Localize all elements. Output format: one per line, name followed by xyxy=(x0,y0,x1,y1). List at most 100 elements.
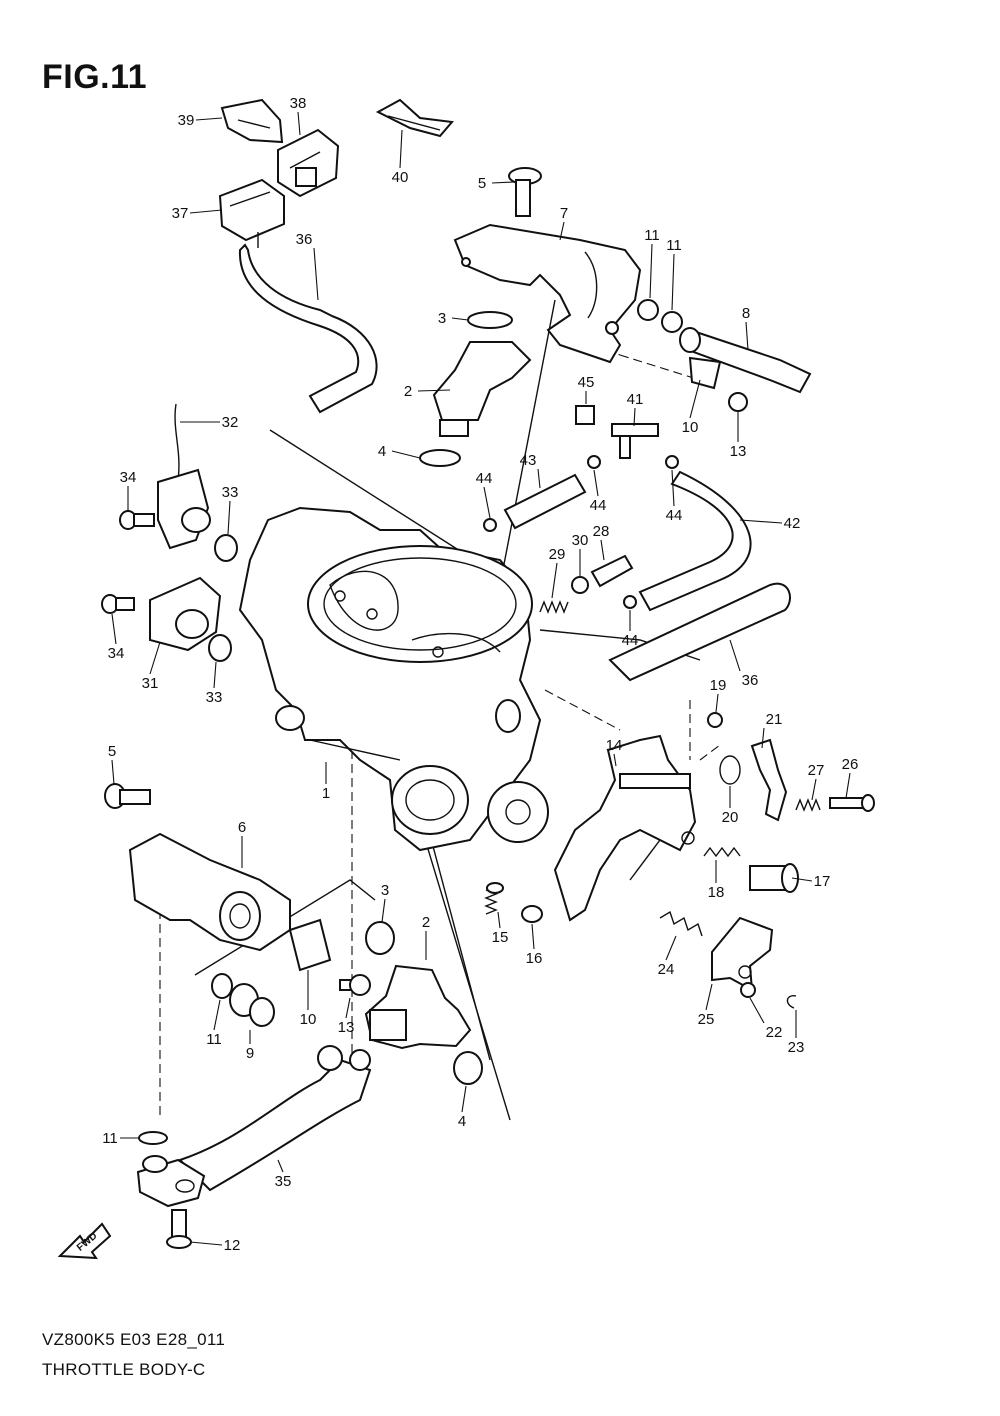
callout-label: 11 xyxy=(206,1031,222,1048)
callout-label: 13 xyxy=(338,1019,355,1036)
callout-label: 33 xyxy=(222,484,239,501)
callout-label: 5 xyxy=(108,743,116,760)
callout-label: 36 xyxy=(296,231,313,248)
diagram-code: VZ800K5 E03 E28_011 xyxy=(42,1330,226,1349)
callout-label: 38 xyxy=(290,95,307,112)
leader-line-c42 xyxy=(739,519,783,524)
o-ring-injector-3-lower xyxy=(365,921,395,955)
callout-label: 15 xyxy=(492,929,509,946)
leader-line-c33b xyxy=(213,661,217,689)
callout-label: 40 xyxy=(392,169,409,186)
callout-label: 26 xyxy=(842,756,859,773)
leader-line-c14 xyxy=(613,753,617,767)
throttle-lever-14 xyxy=(553,734,697,922)
vacuum-hose-short xyxy=(503,473,587,530)
callout-label: 32 xyxy=(222,414,239,431)
callout-label: 34 xyxy=(108,645,125,662)
callout-label: 2 xyxy=(404,383,412,400)
leader-line-c11c xyxy=(213,999,221,1031)
callout-label: 44 xyxy=(666,507,683,524)
screw-lower-13 xyxy=(339,974,371,996)
callout-label: 10 xyxy=(300,1011,317,1028)
spring-20 xyxy=(719,755,741,785)
hose-clip-b xyxy=(587,455,601,469)
fuel-injector-upper xyxy=(432,341,532,437)
leader-line-c44b xyxy=(593,469,599,497)
callout-label: 42 xyxy=(784,515,801,532)
leader-line-c2a xyxy=(417,389,451,392)
leader-line-c5b xyxy=(111,759,115,785)
screw-top xyxy=(508,167,542,217)
leader-line-c38 xyxy=(297,111,301,136)
o-ring-33-upper xyxy=(214,534,238,562)
leader-line-c3a xyxy=(451,317,469,321)
leader-line-c36b xyxy=(729,639,741,672)
bracket-clamp xyxy=(375,98,454,138)
callout-label: 35 xyxy=(275,1173,292,1190)
callout-label: 17 xyxy=(814,873,831,890)
leader-line-c11a xyxy=(649,243,653,299)
callout-label: 9 xyxy=(246,1045,254,1062)
leader-line-c35 xyxy=(277,1159,284,1173)
callout-label: 44 xyxy=(622,632,639,649)
leader-line-c5a xyxy=(491,181,515,184)
o-ring-bottom-11 xyxy=(138,1131,168,1145)
leader-line-c31 xyxy=(149,641,161,675)
callout-label: 11 xyxy=(644,227,660,244)
callout-label: 3 xyxy=(438,310,446,327)
callout-label: 28 xyxy=(593,523,610,540)
callout-label: 19 xyxy=(710,677,727,694)
leader-line-c29 xyxy=(551,562,558,599)
callout-label: 16 xyxy=(526,950,543,967)
vacuum-hose-long xyxy=(638,470,752,612)
callout-label: 22 xyxy=(766,1024,783,1041)
bolt-34-upper xyxy=(119,510,155,530)
callout-label: 1 xyxy=(322,785,330,802)
connector-cover xyxy=(220,98,284,144)
throttle-body xyxy=(238,506,549,852)
map-sensor xyxy=(277,128,340,198)
leader-line-c8 xyxy=(745,321,749,351)
lever-plate-25 xyxy=(711,916,774,992)
callout-label: 18 xyxy=(708,884,725,901)
leader-line-c11b xyxy=(671,253,675,311)
o-ring-33-lower xyxy=(208,634,232,662)
leader-line-c36a xyxy=(313,247,319,301)
leader-line-c26 xyxy=(845,772,851,799)
leader-line-c10a xyxy=(689,379,701,419)
spring-15 xyxy=(484,882,504,915)
callout-layer: 3938403736573111182445411013324344444434… xyxy=(102,95,858,1254)
leader-line-c22 xyxy=(749,997,765,1024)
idle-screw-28 xyxy=(590,554,634,588)
callout-label: 6 xyxy=(238,819,246,836)
leader-line-c25 xyxy=(705,983,713,1011)
throttle-position-sensor-upper xyxy=(157,403,211,550)
callout-label: 24 xyxy=(658,961,675,978)
callout-label: 7 xyxy=(560,205,568,222)
leader-line-c3b xyxy=(381,898,386,923)
callout-label: 11 xyxy=(102,1130,118,1147)
e-ring-23 xyxy=(786,995,797,1009)
vacuum-cap xyxy=(575,405,595,425)
leader-line-c44a xyxy=(483,486,491,519)
leader-line-c21 xyxy=(761,727,765,749)
hose-clip-a xyxy=(483,518,497,532)
leader-line-c12 xyxy=(189,1241,223,1246)
leader-line-c34b xyxy=(111,613,117,645)
leader-line-c15 xyxy=(497,911,501,929)
leader-line-c41 xyxy=(633,407,636,427)
leader-line-c33a xyxy=(227,500,231,535)
idle-knob-17 xyxy=(749,863,799,893)
lever-21 xyxy=(750,738,788,822)
callout-label: 39 xyxy=(178,112,195,129)
fuel-delivery-pipe-left xyxy=(128,832,291,952)
sensor-connector xyxy=(218,178,285,248)
callout-label: 13 xyxy=(730,443,747,460)
callout-label: 44 xyxy=(590,497,607,514)
callout-label: 27 xyxy=(808,762,825,779)
screw-26 xyxy=(829,794,875,812)
leader-line-c13b xyxy=(345,997,351,1019)
spring-29 xyxy=(539,600,569,614)
callout-label: 12 xyxy=(224,1237,241,1254)
